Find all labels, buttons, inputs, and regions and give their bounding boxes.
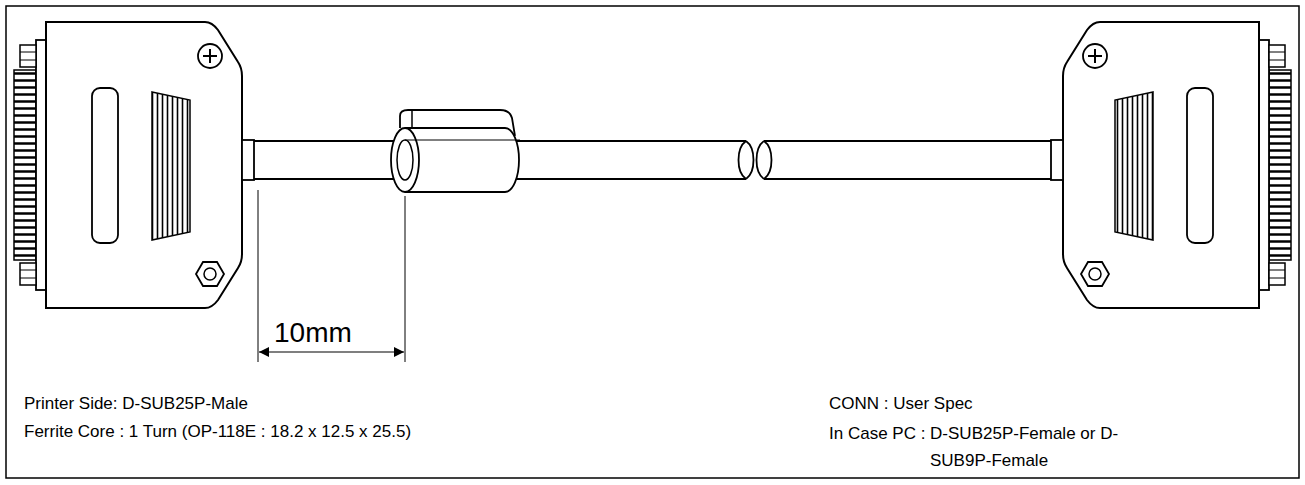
dimension-line [259,351,404,352]
ferrite-core [391,110,520,192]
dimension-label: 10mm [274,316,352,350]
cable [764,141,1051,179]
d-sub-connector [1051,22,1291,308]
extension-line [405,196,406,362]
d-sub-connector [14,22,254,308]
note-text: Printer Side: D-SUB25P-Male [24,394,248,414]
frame [6,6,1299,478]
cable-break [757,141,765,179]
note-text: Ferrite Core : 1 Turn (OP-118E : 18.2 x … [24,422,411,442]
extension-line [258,190,259,362]
note-text: CONN : User Spec [829,394,973,414]
note-text: In Case PC : D-SUB25P-Female or D-SUB9P-… [829,420,1120,474]
cable-break [739,141,747,179]
